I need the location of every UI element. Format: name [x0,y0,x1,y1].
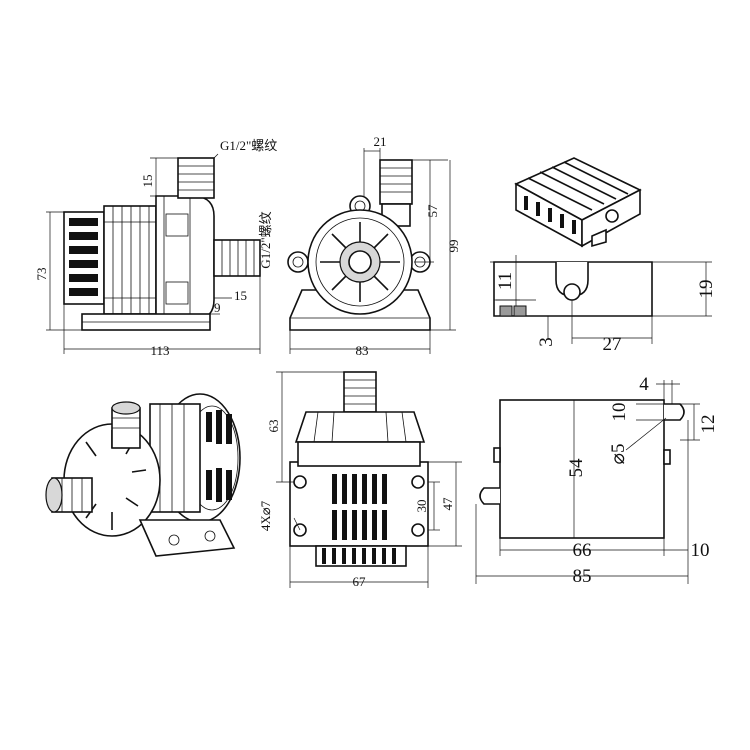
side-view: 15 G1/2"螺纹 G1/2"螺纹 73 15 9 113 [34,138,277,358]
front-outlet-thread [379,159,413,205]
dim-4x7: 4X⌀7 [258,500,273,531]
bottom-view: 63 4X⌀7 30 47 67 [258,371,462,589]
dim-9: 9 [214,300,221,315]
dim-66: 66 [573,540,592,561]
pump-iso-view [45,393,241,557]
iso-fins [524,161,629,234]
controller-side-hole [563,283,581,301]
dim-113: 113 [150,343,169,358]
dim-57: 57 [425,204,440,218]
dim-63: 63 [266,420,281,433]
iso-base [138,519,236,557]
dim-15-right: 15 [234,288,247,303]
controller-iso-view [514,157,642,248]
mount-hole-tr [411,475,425,489]
bottom-slots [332,474,387,540]
controller-top-body [499,399,665,539]
mount-ear-left [287,251,309,273]
dim-4: 4 [639,374,649,395]
mount-hole-br [411,523,425,537]
bottom-fins [322,548,396,564]
dim-99: 99 [446,240,461,253]
pump-head [155,195,215,321]
controller-top-view: 4 10 12 ⌀5 54 66 10 85 [475,374,719,587]
dim-12: 12 [698,415,719,434]
motor-fins [69,218,98,296]
dim-5: ⌀5 [608,444,629,465]
thread-label-side: G1/2"螺纹 [220,138,277,153]
dim-83: 83 [356,343,369,358]
bottom-plate [289,461,429,547]
dim-30: 30 [414,500,429,513]
thread-label-inlet: G1/2"螺纹 [258,211,273,268]
mount-hole-tl [293,475,307,489]
front-view: 21 57 99 83 [287,134,461,358]
controller-right-ear [664,403,685,421]
dim-21: 21 [374,134,387,149]
iso-motor-fins [206,410,232,502]
dim-11: 11 [495,272,516,290]
controller-side-view: 11 19 3 27 [490,255,717,355]
dim-73: 73 [34,268,49,281]
top-outlet-thread [177,157,215,199]
dim-85: 85 [573,566,592,587]
dim-3: 3 [536,337,557,347]
dim-15-top: 15 [140,175,155,188]
bottom-outlet-thread [343,371,377,413]
dim-54: 54 [566,458,587,478]
dim-47: 47 [440,497,455,511]
dim-10-ear: 10 [691,540,710,561]
dim-67: 67 [353,574,367,589]
dim-27: 27 [603,334,622,355]
dim-10-slot: 10 [609,403,630,422]
controller-left-ear [479,487,500,505]
impeller-spokes [320,222,400,302]
dim-19: 19 [696,280,717,299]
side-inlet-thread [213,239,261,277]
